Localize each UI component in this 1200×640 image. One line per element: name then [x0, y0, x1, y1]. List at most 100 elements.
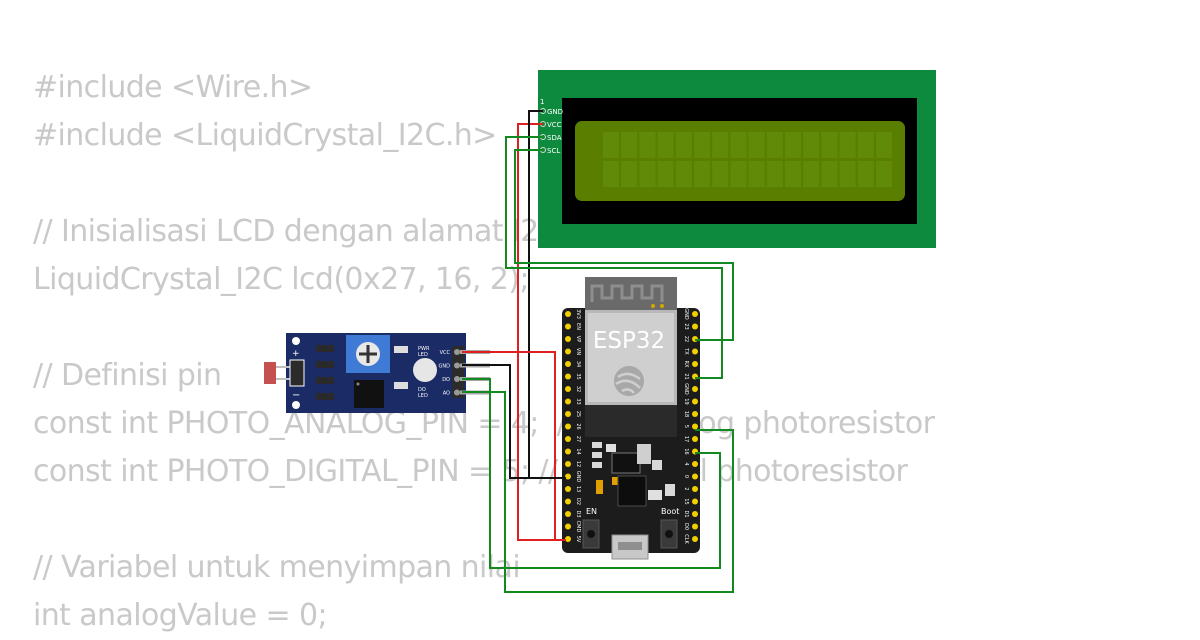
voltage-regulator: [611, 452, 641, 474]
chip-pin-one: [356, 382, 360, 386]
wire-lcd-sda-to-21[interactable]: [505, 136, 723, 379]
esp32-pin[interactable]: [692, 498, 698, 505]
esp32-pin[interactable]: [565, 436, 571, 442]
esp32-pin-label: CMD: [575, 521, 581, 533]
esp32-pin[interactable]: [692, 323, 698, 330]
esp32-pin[interactable]: [565, 511, 571, 517]
esp32-devkit-board[interactable]: ESP32 EN Boot 3V3ENVPVN34353233252627141…: [562, 277, 700, 560]
esp32-pin-label: 15: [683, 498, 689, 504]
esp32-pin[interactable]: [565, 473, 571, 480]
esp32-pin-label: 33: [575, 398, 581, 404]
smd-resistor: [316, 361, 334, 368]
esp32-label: ESP32: [593, 328, 665, 354]
smd-resistor: [316, 345, 334, 352]
lcd-cell: [857, 161, 874, 187]
wire-sensor-vcc-to-5v[interactable]: [462, 351, 566, 541]
code-line: int analogValue = 0;: [33, 598, 328, 633]
esp32-pin[interactable]: [565, 498, 571, 505]
ldr-socket: [289, 359, 305, 387]
wire-sensor-gnd-to-gnd[interactable]: [462, 364, 566, 479]
esp32-pin[interactable]: [692, 511, 698, 517]
esp32-pin[interactable]: [692, 536, 698, 542]
esp32-pin[interactable]: [565, 536, 571, 542]
esp32-pin[interactable]: [692, 348, 698, 355]
lcd-cell: [803, 132, 820, 158]
esp32-pin-label: D2: [575, 498, 581, 505]
esp32-pin[interactable]: [565, 336, 571, 342]
esp32-pin[interactable]: [565, 486, 571, 492]
wire-connections: [462, 110, 734, 593]
lcd-cell: [876, 132, 892, 158]
lcd-cell: [694, 161, 710, 187]
espressif-logo-mark: [615, 372, 641, 394]
usb-uart-chip: [617, 475, 647, 507]
esp32-pin[interactable]: [692, 361, 698, 367]
esp32-pin-label: D3: [575, 510, 581, 517]
esp32-pin[interactable]: [565, 348, 571, 355]
esp32-pin-label: 3V3: [575, 309, 581, 319]
esp32-pin[interactable]: [692, 486, 698, 492]
lcd-cell: [876, 161, 892, 187]
esp32-pin[interactable]: [692, 436, 698, 442]
wire-lcd-scl-to-22[interactable]: [514, 149, 734, 341]
esp32-pin[interactable]: [692, 398, 698, 405]
lcd-cell: [675, 161, 692, 187]
code-line: // Definisi pin: [33, 358, 222, 393]
esp32-pin-label: GND: [575, 471, 581, 483]
esp32-pin[interactable]: [565, 523, 571, 530]
wire-sensor-do-to-5[interactable]: [462, 378, 721, 569]
esp32-pin[interactable]: [692, 311, 698, 317]
lcd-cell: [748, 132, 765, 158]
mounting-hole: [292, 401, 300, 409]
esp32-pin-label: 27: [575, 436, 581, 442]
esp32-pin[interactable]: [692, 423, 698, 430]
esp32-pin-label: VN: [575, 348, 581, 355]
esp32-pin[interactable]: [565, 411, 571, 417]
lcd-character-grid: [603, 132, 892, 187]
esp32-pin[interactable]: [692, 386, 698, 392]
lcd-pin-label: VCC: [547, 121, 562, 129]
sensor-pin[interactable]: [454, 389, 460, 396]
lcd-cell: [675, 132, 692, 158]
lcd-cell: [785, 132, 801, 158]
esp32-pin[interactable]: [565, 398, 571, 405]
esp32-pin-label: RX: [683, 361, 689, 368]
code-line: // Inisialisasi LCD dengan alamat I2C: [33, 214, 560, 249]
esp32-pin[interactable]: [565, 461, 571, 467]
esp32-pin-label: 17: [683, 436, 689, 442]
esp32-pin[interactable]: [565, 373, 571, 380]
esp32-pin-label: 5V: [575, 536, 581, 543]
esp32-pin-label: 23: [683, 323, 689, 329]
code-editor-background: #include <Wire.h>#include <LiquidCrystal…: [33, 64, 935, 640]
esp32-pin-label: CLK: [683, 534, 689, 544]
esp32-pin[interactable]: [692, 523, 698, 530]
sensor-pin[interactable]: [454, 349, 460, 355]
lcd-cell: [803, 161, 820, 187]
esp32-pin[interactable]: [692, 411, 698, 417]
sensor-pin[interactable]: [454, 376, 460, 382]
sensor-pin[interactable]: [454, 362, 460, 369]
esp32-pin[interactable]: [565, 323, 571, 330]
code-line: #include <LiquidCrystal_I2C.h>: [33, 118, 497, 153]
esp32-pin[interactable]: [692, 461, 698, 467]
esp32-pin[interactable]: [692, 473, 698, 480]
esp32-pin[interactable]: [565, 423, 571, 430]
esp32-pin-label: EN: [575, 323, 581, 330]
wire-lcd-vcc-to-5v[interactable]: [517, 123, 566, 541]
smd-component: [394, 346, 408, 353]
lcd-cell: [639, 161, 656, 187]
wire-sensor-ao-to-4[interactable]: [462, 391, 734, 593]
esp32-pin[interactable]: [565, 311, 571, 317]
potentiometer-cross-icon: [359, 345, 377, 363]
lcd-cell: [657, 161, 674, 187]
smd-component: [612, 477, 618, 485]
esp32-pin[interactable]: [565, 448, 571, 455]
esp32-pin[interactable]: [565, 386, 571, 392]
esp32-pin-label: 14: [575, 448, 581, 454]
esp32-pin[interactable]: [565, 361, 571, 367]
esp32-pin-label: D0: [683, 523, 689, 530]
lcd-pin-label: GND: [547, 108, 563, 116]
